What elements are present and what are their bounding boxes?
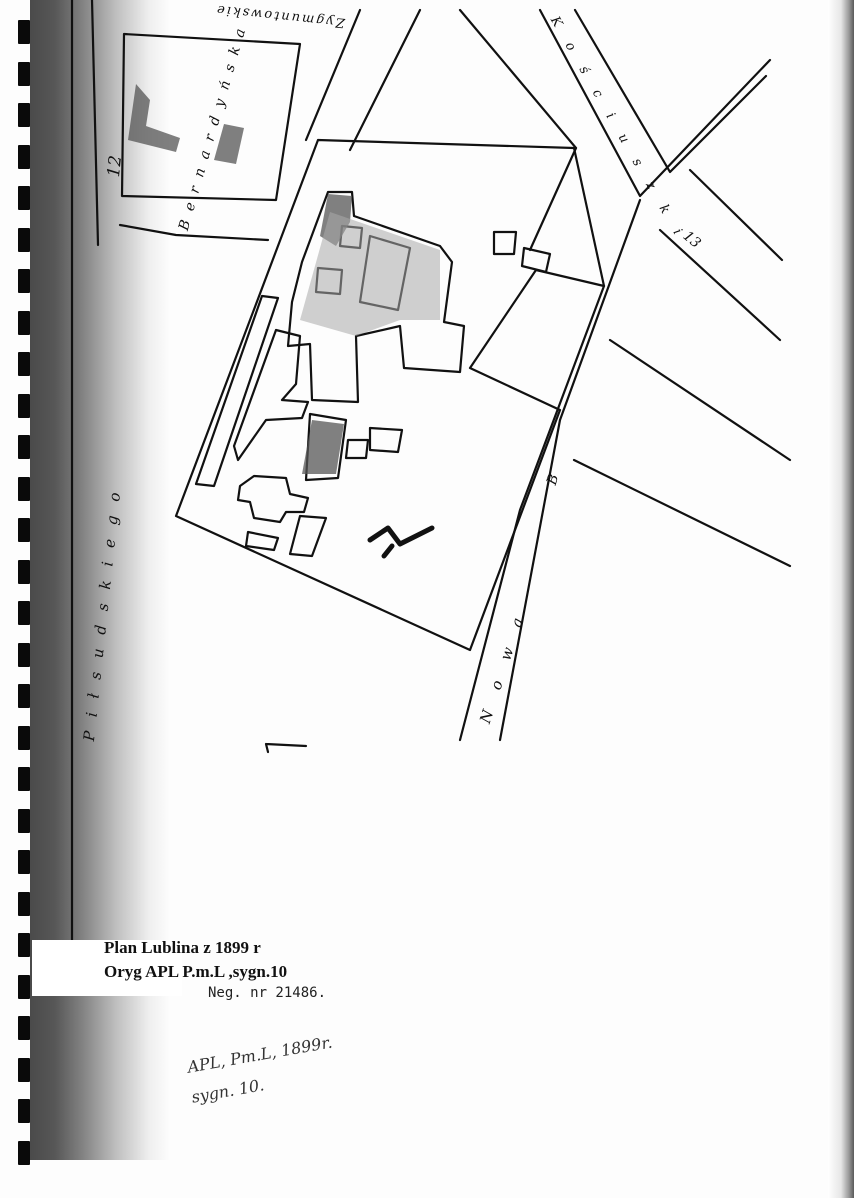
bldg-small-low [244, 530, 280, 552]
fill-courtyard [300, 212, 440, 336]
road-right-a [458, 284, 606, 742]
parcel-right-1 [608, 338, 792, 462]
bldg-strip [288, 514, 328, 558]
bldg-lower-right-2 [344, 438, 370, 460]
binding-hole [18, 850, 30, 874]
caption-block: Plan Lublina z 1899 r Oryg APL P.m.L ,sy… [104, 936, 287, 984]
bldg-side-long [194, 294, 280, 488]
caption-source: Oryg APL P.m.L ,sygn.10 [104, 962, 288, 981]
church-symbol [367, 525, 435, 547]
binding-hole [18, 559, 30, 584]
binding-hole [18, 767, 30, 791]
complex-outer [174, 138, 606, 652]
road-upper-right-b [573, 8, 768, 174]
road-right-b [498, 198, 642, 742]
road-upper-right-d [688, 168, 784, 262]
bldg-annex-1 [492, 230, 518, 256]
caption-background [32, 940, 182, 996]
road-upper-right-f [528, 146, 578, 252]
road-upper-right-e [458, 8, 578, 150]
binding-hole [18, 476, 30, 501]
binding-hole [18, 725, 30, 750]
road-top-left [304, 8, 362, 142]
parcel-right-2 [572, 458, 792, 568]
binding-hole [18, 435, 30, 459]
binding-hole [18, 518, 30, 542]
binding-holes [18, 0, 32, 1198]
caption-title: Plan Lublina z 1899 r [104, 938, 261, 957]
bldg-north [286, 190, 466, 404]
binding-hole [18, 393, 30, 418]
binding-hole [18, 642, 30, 667]
bldg-annex-2 [520, 246, 552, 274]
road-upper-right-a [538, 8, 772, 198]
binding-hole [18, 808, 30, 833]
binding-hole [18, 227, 30, 252]
road-upper-right-c [658, 228, 782, 342]
binding-hole [18, 601, 30, 625]
fill-building-yard [302, 420, 344, 474]
fill-building-left [128, 84, 180, 152]
road-main-left [118, 223, 270, 242]
binding-hole [18, 310, 30, 335]
block-upper-left [120, 32, 302, 202]
fill-building-mid [214, 124, 244, 164]
road-top-left-2 [348, 8, 422, 152]
page-right-edge [828, 0, 854, 1198]
binding-hole [18, 933, 30, 957]
negative-number: Neg. nr 21486. [208, 985, 327, 1001]
binding-hole [18, 103, 30, 127]
binding-hole [18, 1099, 30, 1123]
binding-hole [18, 20, 30, 44]
left-border-line-2 [90, 0, 100, 247]
church-symbol-2 [381, 543, 395, 559]
binding-hole [18, 1016, 30, 1040]
bldg-lower-cross [236, 474, 310, 524]
bldg-cross [232, 328, 310, 462]
binding-hole [18, 61, 30, 86]
binding-hole [18, 1057, 30, 1082]
binding-hole [18, 891, 30, 916]
binding-hole [18, 974, 30, 999]
bldg-lower-right [368, 426, 404, 454]
scale-mark [264, 742, 308, 754]
binding-hole [18, 269, 30, 293]
binding-hole [18, 352, 30, 376]
binding-hole [18, 1140, 30, 1165]
binding-hole [18, 186, 30, 210]
binding-hole [18, 144, 30, 169]
binding-hole [18, 684, 30, 708]
street-number-left: 12 [104, 154, 127, 179]
